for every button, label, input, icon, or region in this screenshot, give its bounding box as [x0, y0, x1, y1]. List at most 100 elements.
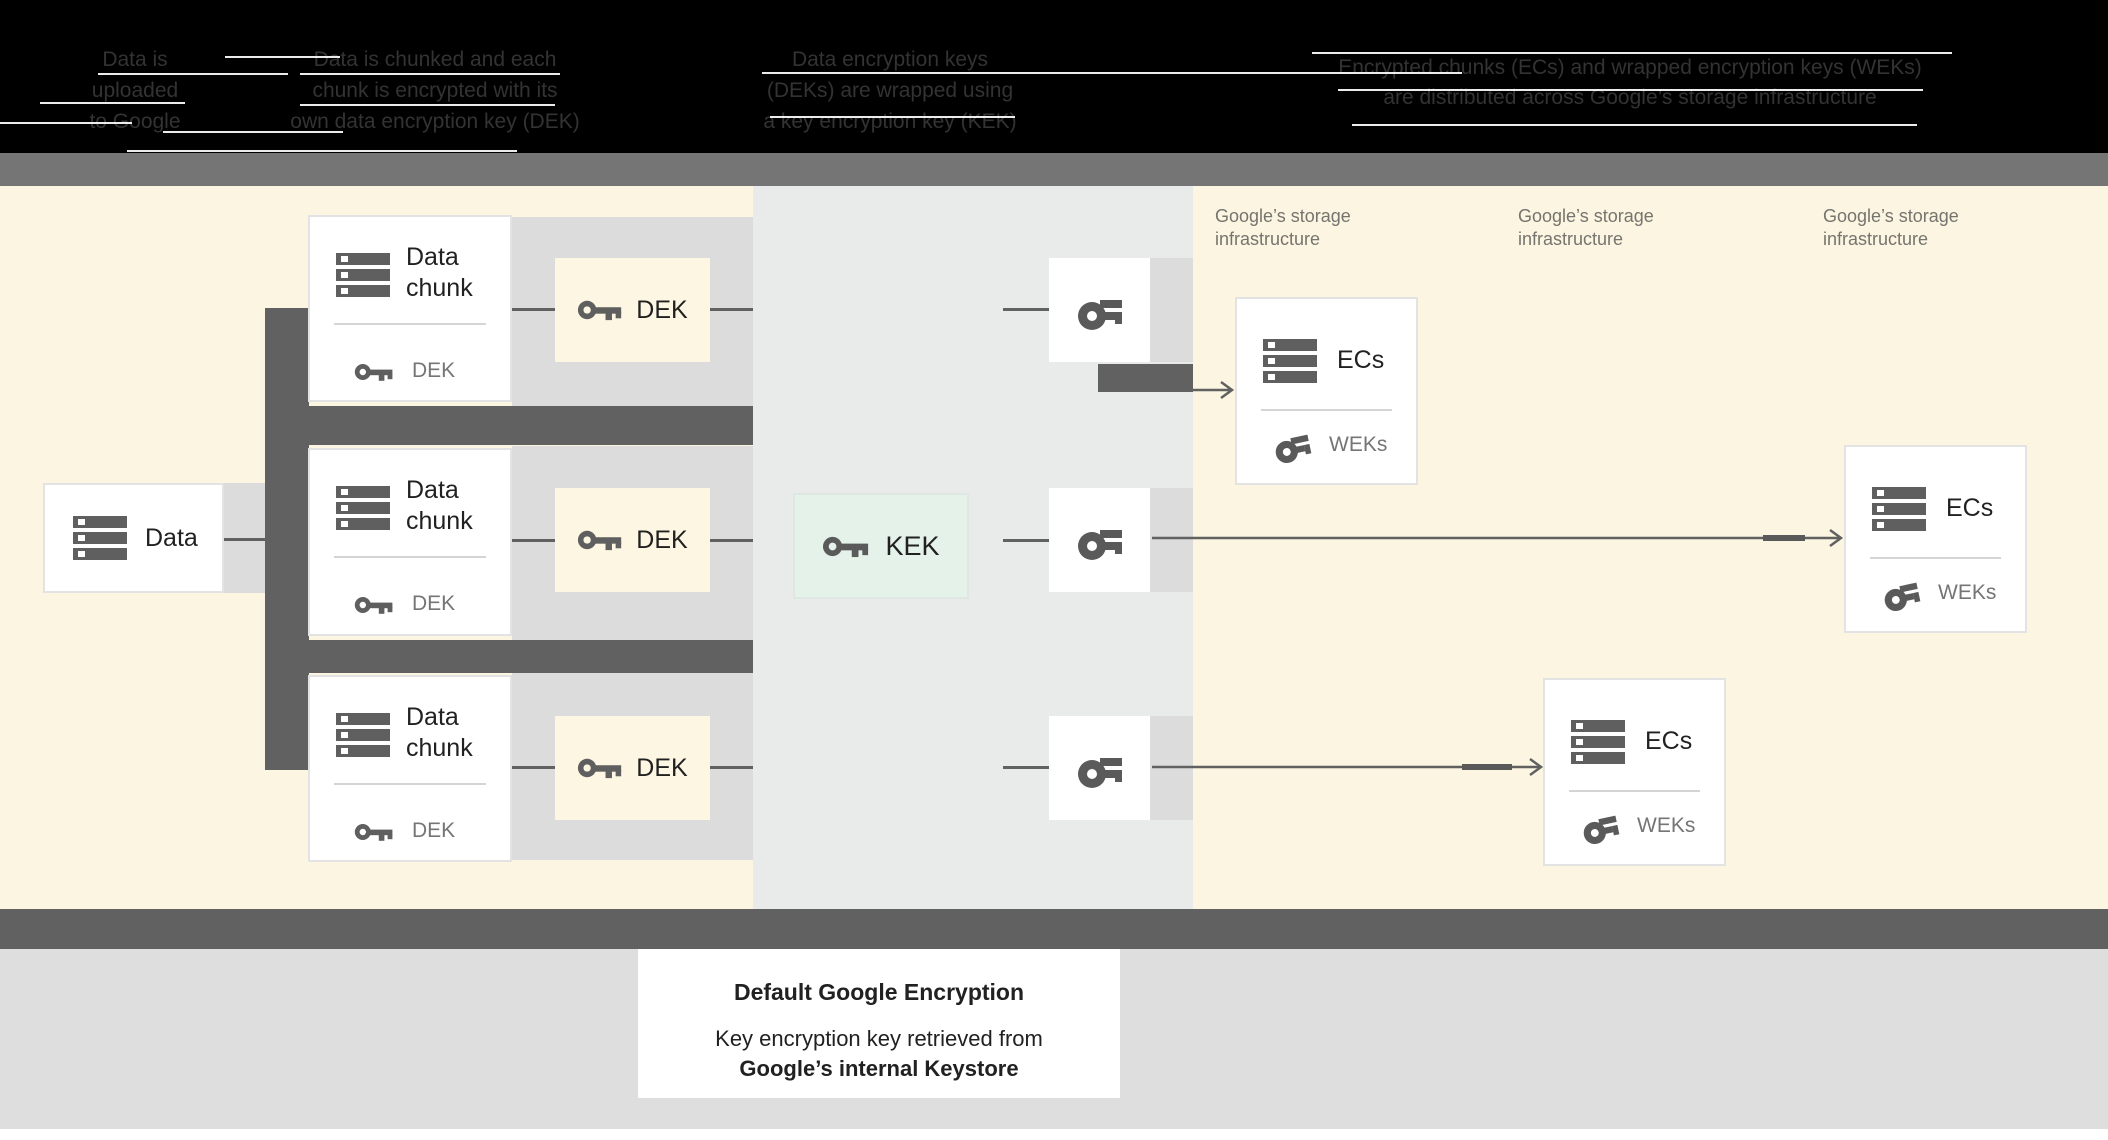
key-modern-icon	[1076, 516, 1124, 564]
ecs-box-1: ECs WEKs	[1235, 297, 1418, 485]
connector-dek1-out	[710, 308, 753, 311]
header-artifact-line	[762, 72, 1462, 74]
arrow-to-ecs1	[1193, 380, 1235, 400]
key-classic-icon	[577, 528, 623, 552]
branch-bar-1	[265, 406, 753, 445]
key-modern-icon	[1878, 571, 1923, 616]
chunk-dek-label: DEK	[412, 592, 456, 615]
chunk-dek-label: DEK	[412, 359, 456, 382]
dek-box-1: DEK	[555, 258, 710, 362]
chunk-dek-label: DEK	[412, 819, 456, 842]
storage-infrastructure-label-2: Google’s storage infrastructure	[1518, 206, 1654, 249]
data-chunk-box-1: Data chunk DEK	[308, 215, 512, 402]
key-classic-icon	[577, 298, 623, 322]
key-classic-icon	[354, 821, 394, 843]
bottom-dark-band	[0, 909, 2108, 949]
card-divider	[1261, 409, 1392, 411]
arrow-to-ecs2	[1152, 757, 1544, 777]
connector-chunk2-to-dek2	[512, 539, 555, 542]
header-artifact-line	[1352, 124, 1917, 126]
branch-bar-2	[265, 640, 753, 673]
header-black-band	[0, 0, 2108, 153]
key-modern-icon	[1076, 286, 1124, 334]
header-step-3: Data encryption keys (DEKs) are wrapped …	[763, 48, 1017, 133]
branch-trunk	[265, 308, 309, 770]
connector-into-key1	[1003, 308, 1049, 311]
arrow-to-ecs3	[1152, 528, 1844, 548]
server-icon	[336, 253, 392, 297]
dek-box-3: DEK	[555, 716, 710, 820]
header-gray-bar	[0, 153, 2108, 186]
wrapped-key-box-3	[1049, 716, 1150, 820]
caption-line-2: Google’s internal Keystore	[739, 1056, 1019, 1081]
key1-shadow-panel	[1150, 258, 1193, 362]
key-classic-icon	[354, 594, 394, 616]
card-divider	[334, 323, 486, 325]
data-chunk-label: Data chunk	[406, 703, 473, 762]
data-chunk-box-2: Data chunk DEK	[308, 448, 512, 636]
header-artifact-line	[127, 150, 517, 152]
server-icon	[1571, 720, 1627, 764]
connector-dek2-out	[710, 539, 753, 542]
wrapped-key-box-1	[1049, 258, 1150, 362]
caption-card: Default Google Encryption Key encryption…	[638, 949, 1120, 1098]
server-icon	[336, 486, 392, 530]
wrapped-key1-bar	[1098, 364, 1193, 392]
header-artifact-line	[1338, 89, 1923, 91]
server-icon	[336, 713, 392, 757]
header-artifact-line	[300, 104, 555, 106]
connector-chunk1-to-dek1	[512, 308, 555, 311]
header-artifact-line	[1312, 52, 1952, 54]
card-divider	[1569, 790, 1700, 792]
card-divider	[334, 783, 486, 785]
key-classic-icon	[822, 534, 870, 559]
server-icon	[1872, 487, 1928, 531]
storage-infrastructure-label-1: Google’s storage infrastructure	[1215, 206, 1351, 249]
header-step-2: Data is chunked and each chunk is encryp…	[290, 48, 580, 133]
dek-box-2: DEK	[555, 488, 710, 592]
connector-data-to-trunk	[224, 538, 267, 541]
caption-title: Default Google Encryption	[733, 979, 1025, 1005]
key2-shadow-panel	[1150, 488, 1193, 592]
caption-line-1: Key encryption key retrieved from	[715, 1026, 1043, 1051]
dek-box-label: DEK	[636, 295, 688, 324]
header-artifact-line	[225, 56, 340, 58]
wrapped-key-box-2	[1049, 488, 1150, 592]
data-box: Data	[43, 483, 224, 593]
header-artifact-line	[40, 102, 185, 104]
weks-label: WEKs	[1637, 814, 1696, 837]
header-artifact-line	[163, 131, 343, 133]
ecs-box-3: ECs WEKs	[1844, 445, 2027, 633]
header-step-1: Data is uploaded to Google	[89, 48, 181, 133]
weks-label: WEKs	[1329, 433, 1388, 456]
server-icon	[1263, 339, 1319, 383]
ecs-label: ECs	[1337, 346, 1385, 374]
key-modern-icon	[1577, 804, 1622, 849]
dek-box-label: DEK	[636, 525, 688, 554]
data-box-label: Data	[145, 524, 198, 552]
data-chunk-label: Data chunk	[406, 243, 473, 302]
ecs-label: ECs	[1946, 494, 1994, 522]
dek-box-label: DEK	[636, 753, 688, 782]
header-step-4: Encrypted chunks (ECs) and wrapped encry…	[1338, 56, 1922, 109]
ecs-label: ECs	[1645, 727, 1693, 755]
header-artifact-line	[98, 73, 288, 75]
key-modern-icon	[1076, 744, 1124, 792]
ecs-box-2: ECs WEKs	[1543, 678, 1726, 866]
header-artifact-line	[0, 122, 132, 124]
connector-dek3-out	[710, 766, 753, 769]
connector-into-key2	[1003, 539, 1049, 542]
kek-box: KEK	[793, 493, 969, 599]
card-divider	[1870, 557, 2001, 559]
storage-infrastructure-label-3: Google’s storage infrastructure	[1823, 206, 1959, 249]
card-divider	[334, 556, 486, 558]
key-modern-icon	[1269, 423, 1314, 468]
data-chunk-box-3: Data chunk DEK	[308, 675, 512, 862]
data-chunk-label: Data chunk	[406, 476, 473, 535]
key-classic-icon	[577, 756, 623, 780]
server-icon	[73, 516, 129, 560]
kek-box-label: KEK	[885, 530, 940, 561]
weks-label: WEKs	[1938, 581, 1997, 604]
connector-chunk3-to-dek3	[512, 766, 555, 769]
